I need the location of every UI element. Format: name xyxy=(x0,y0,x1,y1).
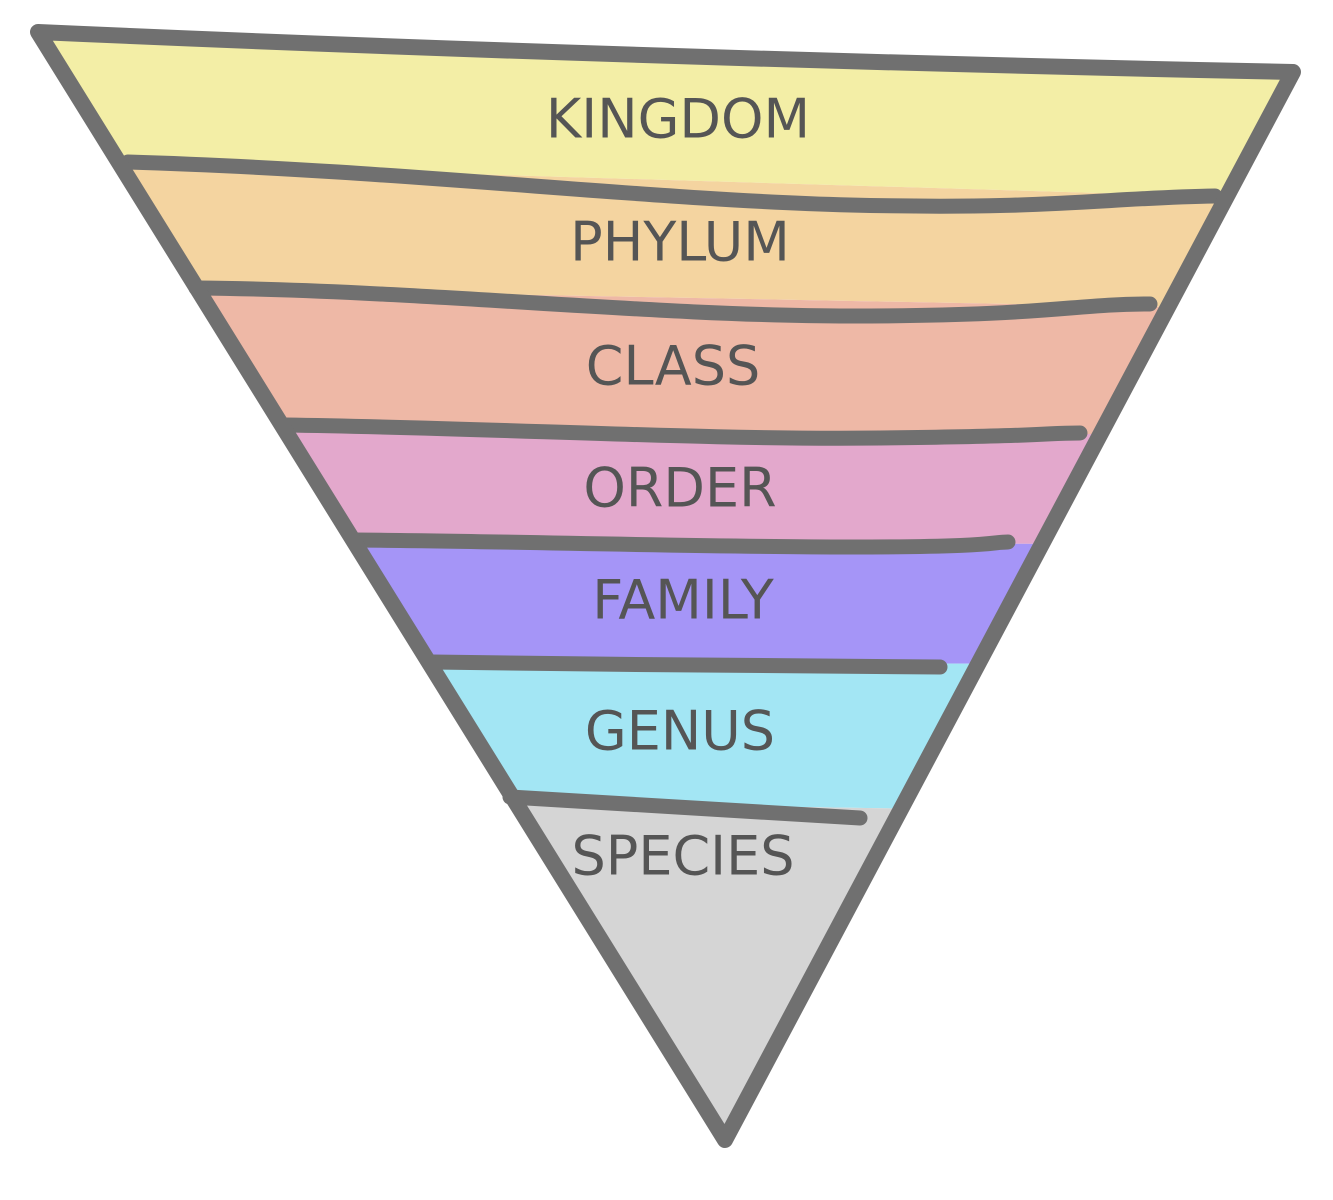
divider-kingdom-phylum xyxy=(120,154,1223,214)
band-dividers xyxy=(120,154,1223,826)
band-class xyxy=(38,285,1293,436)
label-class: CLASS xyxy=(586,335,761,398)
label-family: FAMILY xyxy=(592,569,774,632)
divider-family-genus xyxy=(424,654,948,675)
label-species: SPECIES xyxy=(572,825,795,888)
label-kingdom: KINGDOM xyxy=(546,88,810,151)
divider-class-order xyxy=(277,417,1088,446)
divider-order-family xyxy=(347,532,1016,555)
pyramid-outline xyxy=(30,24,1301,1148)
label-phylum: PHYLUM xyxy=(570,211,790,274)
divider-phylum-class xyxy=(188,280,1158,324)
band-phylum xyxy=(38,160,1293,310)
label-genus: GENUS xyxy=(585,700,775,763)
divider-genus-species xyxy=(502,789,868,826)
label-order: ORDER xyxy=(583,457,776,520)
